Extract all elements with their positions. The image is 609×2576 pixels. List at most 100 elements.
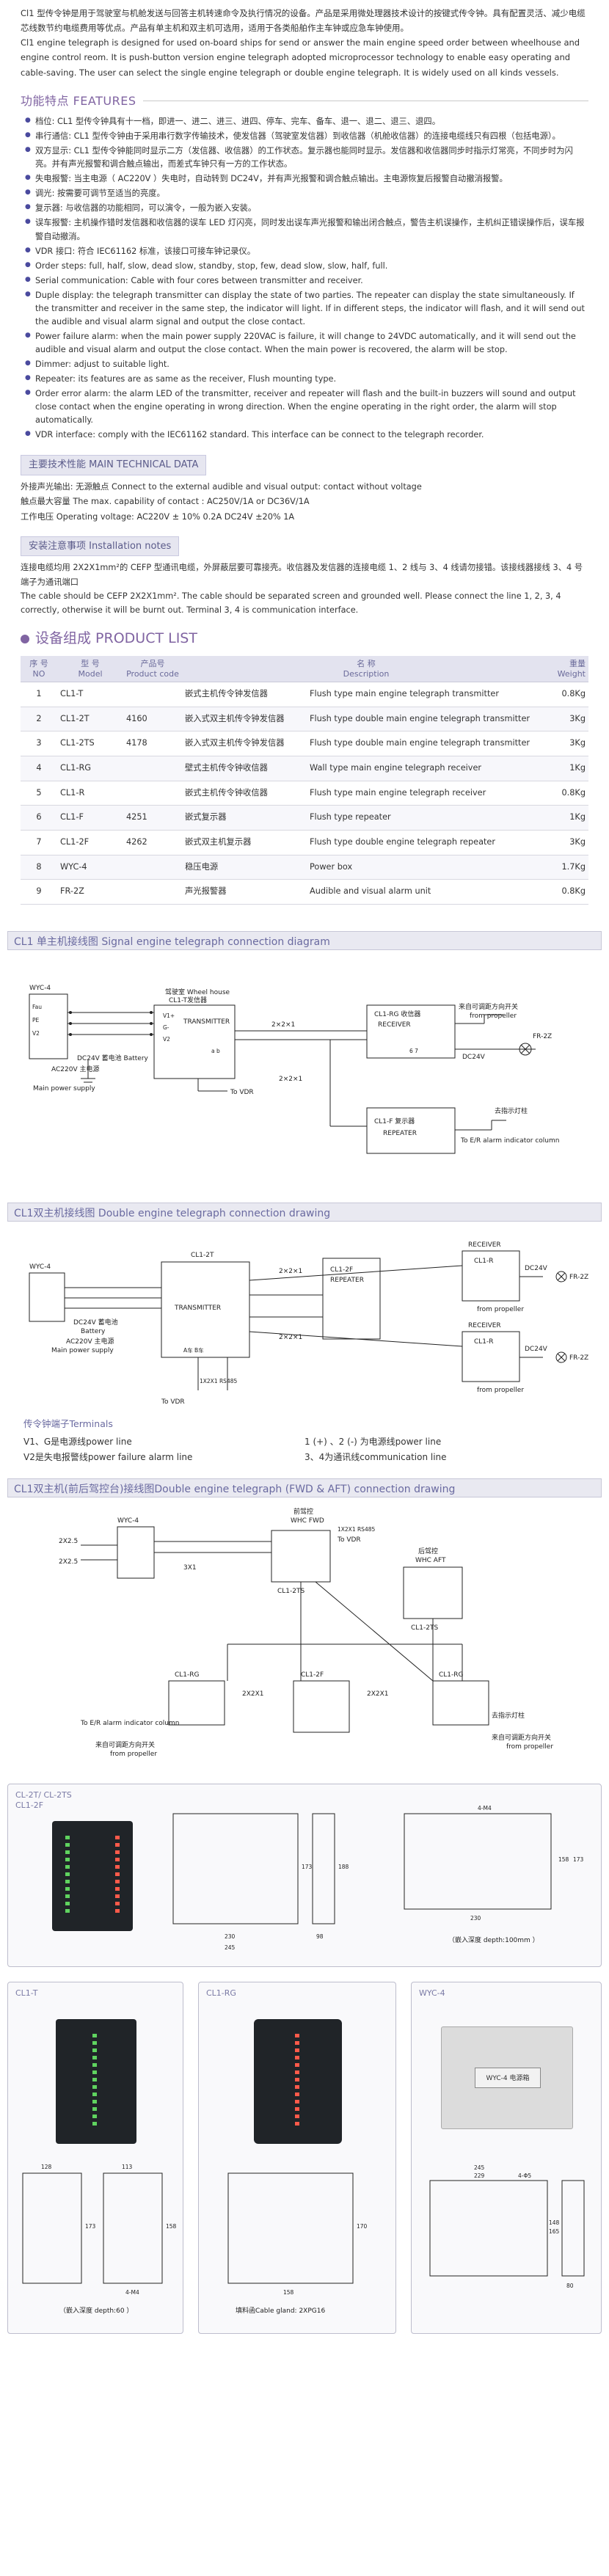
feature-item: Serial communication: Cable with four co… — [25, 274, 588, 288]
description-en: Power box — [310, 861, 353, 872]
svg-text:2X2X1: 2X2X1 — [367, 1690, 389, 1698]
wyc4-drawing: 245 229 4-Φ5 148 165 80 — [429, 2164, 585, 2289]
svg-text:CL1-R: CL1-R — [474, 1258, 494, 1265]
cell-model: CL1-2F — [57, 830, 123, 855]
svg-text:（嵌入深度 depth:60 ）: （嵌入深度 depth:60 ） — [59, 2306, 133, 2315]
cell-weight: 1.7Kg — [550, 855, 588, 880]
svg-text:230: 230 — [225, 1933, 236, 1940]
diagram1-title: CL1 单主机接线图 Signal engine telegraph conne… — [7, 930, 602, 950]
receiver-box — [366, 1004, 456, 1059]
cell-code — [123, 855, 182, 880]
svg-text:Fau: Fau — [32, 1004, 42, 1010]
feature-item: 双方显示: CL1 型传令钟能同时显示二方（发信器、收信器）的工作状态。复示器也… — [25, 145, 588, 171]
svg-text:245: 245 — [225, 1944, 236, 1951]
svg-text:来自可调距方向开关: 来自可调距方向开关 — [492, 1733, 551, 1742]
panel-cl1rg-label: CL1-RG — [206, 1988, 236, 1999]
feature-item: 复示器: 与收信器的功能相同，可以演令，一般为嵌入安装。 — [25, 202, 588, 215]
vdr-label: To VDR — [230, 1089, 254, 1096]
svg-text:WYC-4: WYC-4 — [117, 1517, 139, 1525]
svg-text:80: 80 — [566, 2283, 574, 2289]
bullet-dot-icon — [21, 634, 29, 643]
svg-text:WYC-4: WYC-4 — [29, 1263, 51, 1271]
cell-weight: 3Kg — [550, 731, 588, 756]
cell-description: 嵌入式双主机传令钟发信器 Flush type double main engin… — [182, 707, 550, 732]
tech-title: 主要技术性能 MAIN TECHNICAL DATA — [21, 455, 207, 475]
svg-text:FR-2Z: FR-2Z — [569, 1354, 588, 1362]
cl2t-photo — [52, 1821, 133, 1932]
feature-item: 失电报警: 当主电源（ AC220V ）失电时，自动转到 DC24V，并有声光报… — [25, 172, 588, 186]
diagram2-drawing: WYC-4 CL1-2T TRANSMITTER CL1-2F REPEATER… — [29, 1241, 588, 1406]
diagram2-title: CL1双主机接线图 Double engine telegraph connec… — [7, 1202, 602, 1222]
svg-text:158: 158 — [558, 1856, 569, 1863]
features-list: 档位: CL1 型传令钟具有十一档，即进一、进二、进三、进四、停车、完车、备车、… — [0, 115, 609, 442]
panel-wyc4-label: WYC-4 — [419, 1988, 445, 1999]
svg-text:CL1-R: CL1-R — [474, 1338, 494, 1346]
svg-text:1X2X1 RS485: 1X2X1 RS485 — [200, 1378, 237, 1384]
svg-text:148: 148 — [549, 2219, 560, 2226]
svg-text:AC220V 主电源: AC220V 主电源 — [66, 1337, 114, 1346]
feature-item: 调光: 按需要可调节至适当的亮度。 — [25, 187, 588, 200]
svg-text:113: 113 — [122, 2164, 133, 2170]
panel-cl1t-label: CL1-T — [15, 1988, 38, 1999]
cell-code: 4178 — [123, 731, 182, 756]
svg-text:CL1-2F: CL1-2F — [301, 1671, 324, 1679]
product-list-title: 设备组成 PRODUCT LIST — [35, 630, 197, 647]
description-cn: 嵌式主机传令钟收信器 — [185, 787, 268, 798]
wyc4-label: WYC-4 — [29, 985, 51, 992]
description-en: Audible and visual alarm unit — [310, 886, 431, 897]
svg-text:230: 230 — [470, 1915, 481, 1922]
feature-item: VDR interface: comply with the IEC61162 … — [25, 428, 588, 442]
description-en: Flush type double main engine telegraph … — [310, 738, 530, 748]
description-en: Flush type double main engine telegraph … — [310, 713, 530, 723]
tech-data: 外接声光输出: 无源触点 Connect to the external aud… — [0, 480, 609, 525]
svg-text:2X2.5: 2X2.5 — [59, 1558, 78, 1566]
intro-section: Cl1 型传令钟是用于驾驶室与机舱发送与回答主机转速命令及执行情况的设备。产品是… — [0, 0, 609, 80]
cell-no: 7 — [21, 830, 57, 855]
svg-text:填料函Cable gland: 2XPG16: 填料函Cable gland: 2XPG16 — [236, 2306, 325, 2315]
svg-text:To VDR: To VDR — [161, 1398, 185, 1406]
feature-item: 误车报警: 主机操作错时发信器和收信器的误车 LED 灯闪亮，同时发出误车声光报… — [25, 216, 588, 243]
cell-model: CL1-2T — [57, 707, 123, 732]
description-cn: 嵌式复示器 — [185, 812, 227, 822]
wyc4-box-2 — [29, 1272, 65, 1322]
cell-model: CL1-T — [57, 682, 123, 707]
cl1rg-photo — [254, 2019, 342, 2145]
cl12f-box-3 — [293, 1680, 350, 1733]
cable-label-1: 2×2×1 — [271, 1021, 295, 1029]
svg-text:CL1-RG: CL1-RG — [175, 1671, 200, 1679]
description-en: Flush type repeater — [310, 812, 391, 822]
cell-no: 2 — [21, 707, 57, 732]
svg-text:DC24V 蓄电池: DC24V 蓄电池 — [73, 1318, 118, 1327]
description-cn: 嵌入式双主机传令钟发信器 — [185, 713, 285, 723]
description-cn: 嵌入式双主机传令钟发信器 — [185, 738, 285, 748]
svg-text:To VDR: To VDR — [337, 1536, 361, 1544]
svg-text:from propeller: from propeller — [506, 1743, 553, 1751]
cell-no: 1 — [21, 682, 57, 707]
feature-item: 档位: CL1 型传令钟具有十一档，即进一、进二、进三、进四、停车、完车、备车、… — [25, 115, 588, 128]
svg-text:1X2X1 RS485: 1X2X1 RS485 — [338, 1526, 375, 1533]
repeater2-label: REPEATER — [330, 1277, 364, 1284]
cell-code — [123, 781, 182, 806]
svg-text:V1+: V1+ — [163, 1012, 175, 1019]
diagram3: 前驾控 WHC FWD 后驾控 WHC AFT WYC-4 CL1-2TS CL… — [7, 1497, 602, 1769]
cl12t-label: CL1-2T — [191, 1252, 214, 1259]
install-title: 安装注意事项 Installation notes — [21, 536, 180, 557]
transmitter-box — [153, 1004, 236, 1079]
svg-text:后驾控: 后驾控 — [418, 1547, 438, 1555]
cell-code: 4160 — [123, 707, 182, 732]
panel-wyc4: WYC-4 WYC-4 电源箱 245 229 4-Φ5 148 165 80 — [411, 1982, 602, 2335]
receiver-label: RECEIVER — [378, 1021, 411, 1029]
cl12f-label: CL1-2F — [330, 1266, 353, 1274]
